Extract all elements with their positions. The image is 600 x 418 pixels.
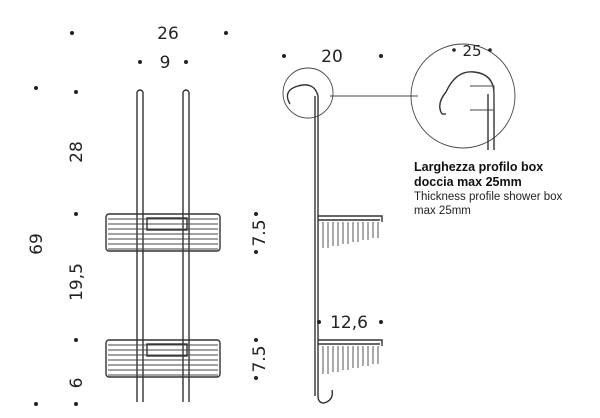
caption-english-line-2: max 25mm	[414, 205, 471, 217]
side-hook	[286, 84, 334, 404]
dim-middle-section: 19,5	[67, 263, 87, 301]
caption-italian-line-2: doccia max 25mm	[414, 175, 522, 189]
lower-basket-side	[318, 339, 383, 374]
dim-side-depth: 20	[321, 47, 343, 67]
basket-height-dimensions: 7.5 7.5	[250, 212, 270, 380]
section-heights: 28 19,5 6	[67, 90, 87, 406]
detail-circle	[282, 67, 334, 119]
caption-english-line-1: Thickness profile shower box	[414, 191, 563, 203]
front-view	[105, 89, 221, 402]
dim-basket-depth: 12,6	[330, 313, 368, 333]
front-width-dimension: 26	[70, 24, 228, 44]
total-height-dimension: 69	[27, 86, 47, 406]
upper-basket-side	[318, 215, 383, 248]
profile-detail: 25	[410, 42, 516, 150]
dim-basket-height-lower: 7.5	[250, 345, 270, 372]
profile-caption: Larghezza profilo box doccia max 25mm Th…	[414, 160, 600, 218]
detail-magnified-circle	[410, 43, 516, 149]
upper-basket-front	[105, 213, 221, 252]
side-view	[282, 67, 418, 404]
side-depth-dimension: 20	[282, 47, 383, 67]
dim-basket-height-upper: 7.5	[250, 219, 270, 246]
dim-total-height: 69	[27, 233, 47, 255]
dim-top-section: 28	[67, 141, 87, 163]
dim-profile-width: 25	[462, 42, 481, 60]
lower-basket-front	[105, 339, 221, 378]
rail-spacing-dimension: 9	[138, 53, 188, 73]
dim-bottom-section: 6	[67, 378, 87, 389]
dim-rail-spacing: 9	[160, 53, 171, 73]
basket-depth-dimension: 12,6	[317, 313, 383, 333]
caption-italian-line-1: Larghezza profilo box	[414, 160, 544, 174]
dim-front-width: 26	[157, 24, 179, 44]
